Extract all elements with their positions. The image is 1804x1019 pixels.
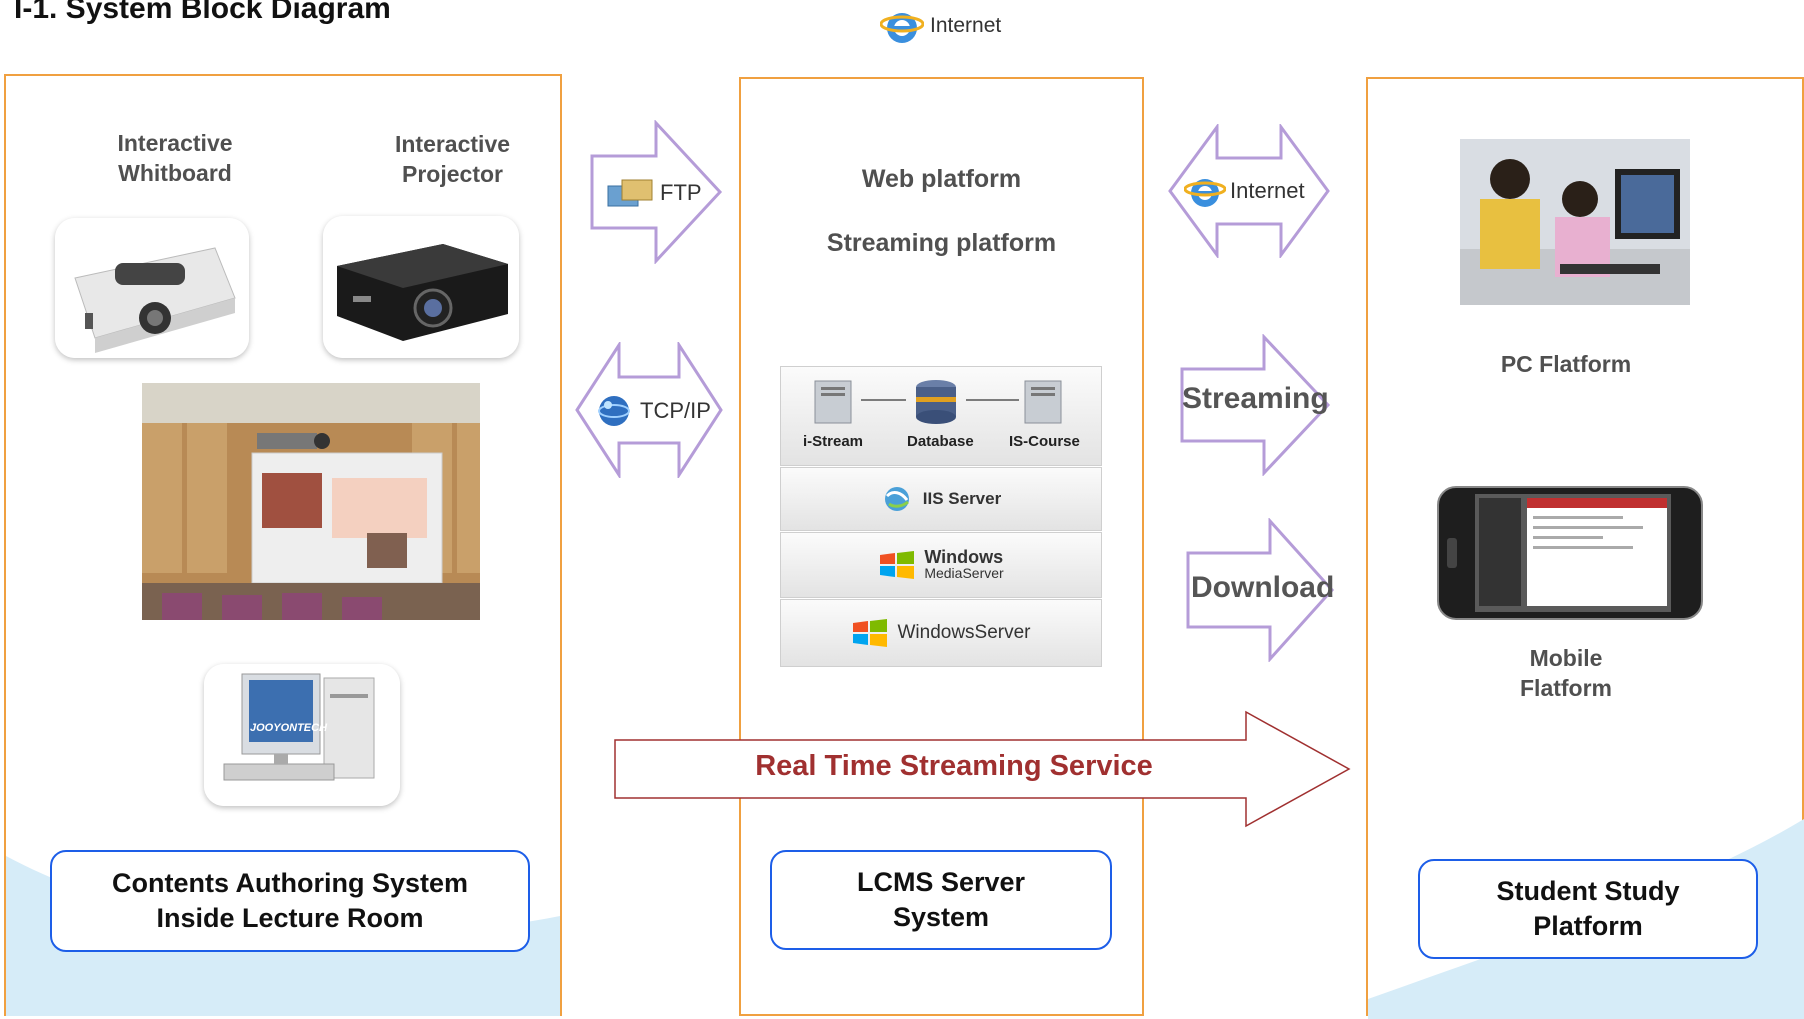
pc-platform-label: PC Flatform	[1500, 351, 1632, 377]
authoring-pc-illustration	[204, 664, 400, 806]
mobile-platform-label: Mobile Flatform	[1520, 645, 1612, 701]
streaming-arrow	[1180, 334, 1331, 476]
database-label: Database	[907, 433, 974, 450]
i-stream-label: i-Stream	[803, 433, 864, 450]
lecture-room-illustration	[142, 383, 480, 620]
internet-label: Internet	[1230, 178, 1305, 203]
projector-label: Interactive Projector	[394, 131, 511, 187]
streaming-platform-label: Streaming platform	[826, 229, 1057, 257]
windows-logo-icon	[853, 619, 888, 647]
pc-platform-image	[1460, 139, 1690, 305]
students-at-computer-illustration	[1460, 139, 1690, 305]
authoring-system-box: Contents Authoring System Inside Lecture…	[50, 850, 530, 952]
windows-media-server-row: Windows MediaServer	[780, 532, 1102, 598]
student-study-platform-box: Student Study Platform	[1418, 859, 1758, 959]
pc-brand-label: JOOYONTECH	[250, 722, 328, 734]
server-tower-icon	[1024, 380, 1062, 424]
is-course-label: IS-Course	[1009, 433, 1080, 450]
iis-globe-icon	[884, 487, 909, 511]
iis-server-label: IIS Server	[922, 489, 1002, 508]
page-title: I-1. System Block Diagram	[14, 0, 391, 25]
tcpip-tag: TCP/IP	[594, 394, 711, 428]
whiteboard-device-illustration	[55, 218, 249, 358]
internet-explorer-icon	[880, 13, 924, 43]
whiteboard-device-image	[55, 218, 249, 358]
windows-server-label: WindowsServer	[897, 622, 1031, 643]
streaming-label: Streaming	[1182, 382, 1329, 415]
download-label: Download	[1191, 571, 1335, 604]
ftp-folder-icon	[607, 179, 653, 207]
projector-image	[323, 216, 519, 358]
mobile-platform-image	[1437, 486, 1703, 620]
authoring-pc-image	[204, 664, 400, 806]
windows-media-server-text: Windows MediaServer	[924, 547, 1004, 581]
whiteboard-label: Interactive Whitboard	[117, 130, 233, 186]
ftp-tag: FTP	[606, 176, 702, 210]
tcpip-label: TCP/IP	[640, 398, 711, 423]
internet-tag: Internet	[1184, 172, 1305, 210]
realtime-streaming-label: Real Time Streaming Service	[755, 750, 1153, 782]
windows-logo-icon	[880, 551, 915, 579]
ftp-label: FTP	[660, 180, 702, 205]
panel-wave-decoration	[1368, 799, 1804, 1019]
server-components-row: i-Stream Database IS-Course	[780, 366, 1102, 466]
web-platform-label: Web platform	[861, 165, 1022, 193]
top-internet-label: Internet	[930, 14, 1002, 37]
wms-line1: Windows	[924, 547, 1004, 567]
projector-illustration	[323, 216, 519, 358]
windows-server-row: WindowsServer	[780, 599, 1102, 667]
lcms-server-box: LCMS Server System	[770, 850, 1112, 950]
internet-double-arrow	[1168, 124, 1330, 258]
smartphone-illustration	[1437, 486, 1703, 620]
wms-line2: MediaServer	[924, 565, 1004, 581]
lecture-room-image	[142, 383, 480, 620]
database-icon	[916, 380, 956, 424]
ftp-arrow	[590, 120, 723, 264]
server-tower-icon	[814, 380, 852, 424]
globe-icon	[598, 396, 630, 426]
realtime-streaming-arrow	[614, 710, 1351, 828]
iis-server-row: IIS Server	[780, 467, 1102, 531]
tcpip-double-arrow	[575, 342, 723, 478]
connection-lines	[861, 399, 1019, 401]
download-arrow	[1186, 518, 1335, 662]
internet-explorer-icon	[1184, 179, 1226, 207]
top-internet-logo: Internet	[880, 6, 1001, 46]
